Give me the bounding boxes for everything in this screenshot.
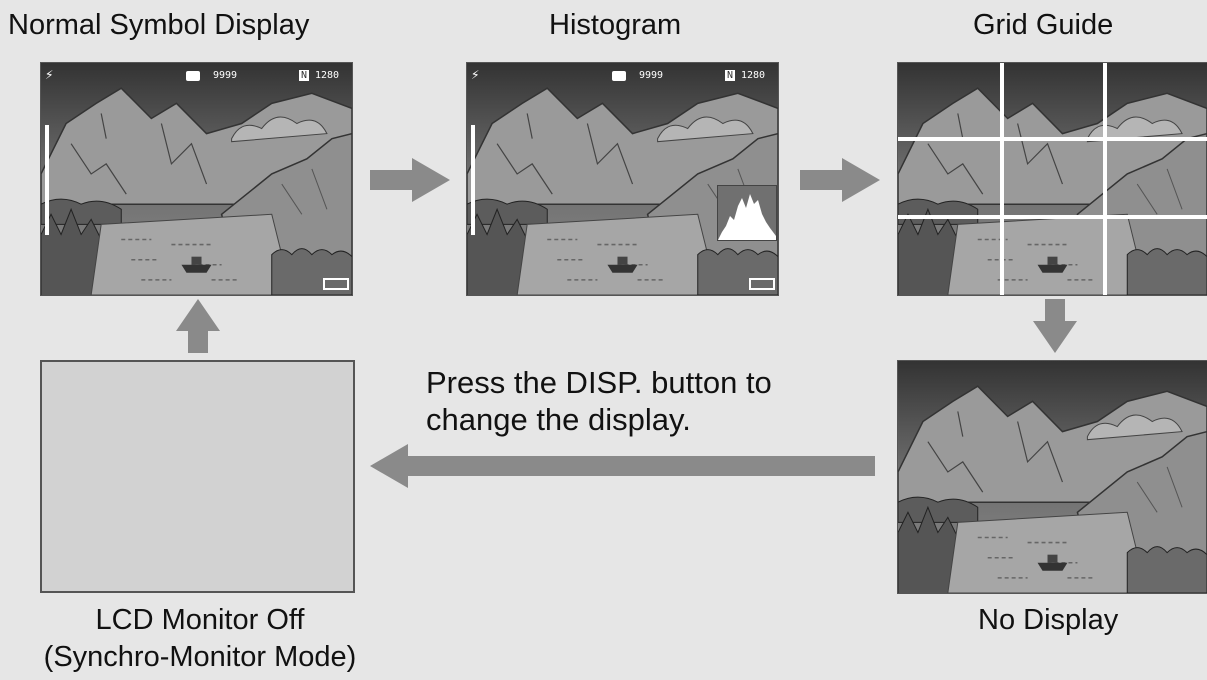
label-normal-symbol-display: Normal Symbol Display — [8, 9, 310, 41]
preview-lcd-monitor-off — [40, 360, 355, 593]
grid-line-h1 — [898, 137, 1207, 141]
shot-count: 9999 — [639, 70, 664, 81]
grid-line-h2 — [898, 215, 1207, 219]
camera-icon — [186, 71, 200, 81]
battery-icon — [749, 278, 775, 290]
size-badge: N — [299, 70, 310, 81]
image-size: 1280 — [315, 70, 340, 81]
label-synchro-monitor-mode: (Synchro-Monitor Mode) — [43, 641, 357, 673]
arrow-down — [1033, 299, 1077, 353]
battery-icon — [323, 278, 349, 290]
preview-normal-symbol-display: ⚡ 9999 N 1280 — [40, 62, 353, 296]
instruction-line-2: change the display. — [426, 402, 691, 437]
grid-line-v2 — [1103, 63, 1107, 295]
label-no-display: No Display — [978, 604, 1119, 636]
flash-icon: ⚡ — [45, 67, 54, 83]
image-size: 1280 — [741, 70, 766, 81]
flash-icon: ⚡ — [471, 67, 480, 83]
size-badge: N — [725, 70, 736, 81]
grid-line-v1 — [1000, 63, 1004, 295]
arrow-right-2 — [800, 158, 880, 202]
arrow-right-1 — [370, 158, 450, 202]
label-grid-guide: Grid Guide — [973, 9, 1114, 41]
histogram-graph — [717, 185, 777, 241]
zoom-bar-icon — [45, 125, 49, 235]
arrow-up — [176, 299, 220, 353]
preview-histogram: ⚡ 9999 N 1280 — [466, 62, 779, 296]
preview-no-display — [897, 360, 1207, 594]
arrow-left-long — [370, 444, 875, 488]
label-lcd-monitor-off: LCD Monitor Off — [95, 604, 305, 636]
label-histogram: Histogram — [549, 9, 682, 41]
preview-grid-guide — [897, 62, 1207, 296]
camera-icon — [612, 71, 626, 81]
zoom-bar-icon — [471, 125, 475, 235]
instruction-line-1: Press the DISP. button to — [426, 365, 772, 400]
shot-count: 9999 — [213, 70, 238, 81]
